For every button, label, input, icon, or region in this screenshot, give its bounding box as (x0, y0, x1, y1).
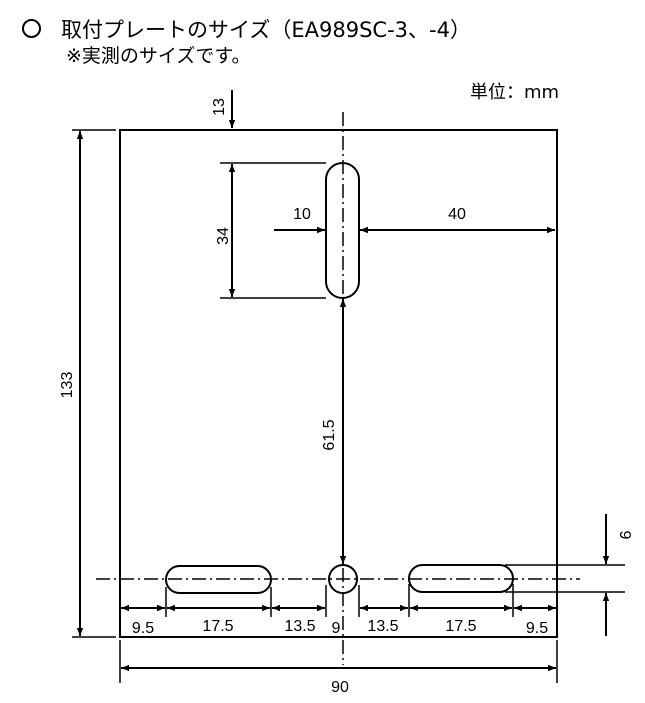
circle-bullet-icon (22, 19, 41, 38)
dim-slot-width-label: 9 (616, 531, 633, 540)
dim-center-spacing-label: 61.5 (321, 419, 338, 450)
dim-gap-left-label: 13.5 (284, 618, 315, 635)
plate-outline (119, 129, 558, 638)
subtitle: ※実測のサイズです。 (66, 45, 251, 67)
dim-slot-left-len-label: 17.5 (202, 618, 233, 635)
dim-slot-right-len-label: 17.5 (445, 618, 476, 635)
top-slot (325, 162, 360, 299)
dim-width-label: 90 (331, 679, 349, 696)
title-text: 取付プレートのサイズ（EA989SC-3、-4） (61, 18, 471, 42)
dim-slot-right-label: 40 (448, 206, 466, 223)
bottom-left-slot (165, 565, 272, 594)
bottom-right-slot (408, 564, 514, 593)
diagram-title: 取付プレートのサイズ（EA989SC-3、-4） (22, 14, 471, 44)
dim-slot-length-label: 34 (215, 227, 232, 245)
dim-slot-left-label: 10 (293, 206, 311, 223)
dim-gap-right-label: 13.5 (367, 618, 398, 635)
dim-hole-dia-label: 9 (332, 620, 341, 637)
unit-label: 単位：mm (470, 82, 560, 103)
dim-edge-left-label: 9.5 (132, 620, 154, 637)
dim-height-label: 133 (59, 372, 76, 399)
center-hole (328, 564, 358, 594)
dim-top-offset-label: 13 (211, 98, 228, 116)
dim-edge-right-label: 9.5 (526, 620, 548, 637)
